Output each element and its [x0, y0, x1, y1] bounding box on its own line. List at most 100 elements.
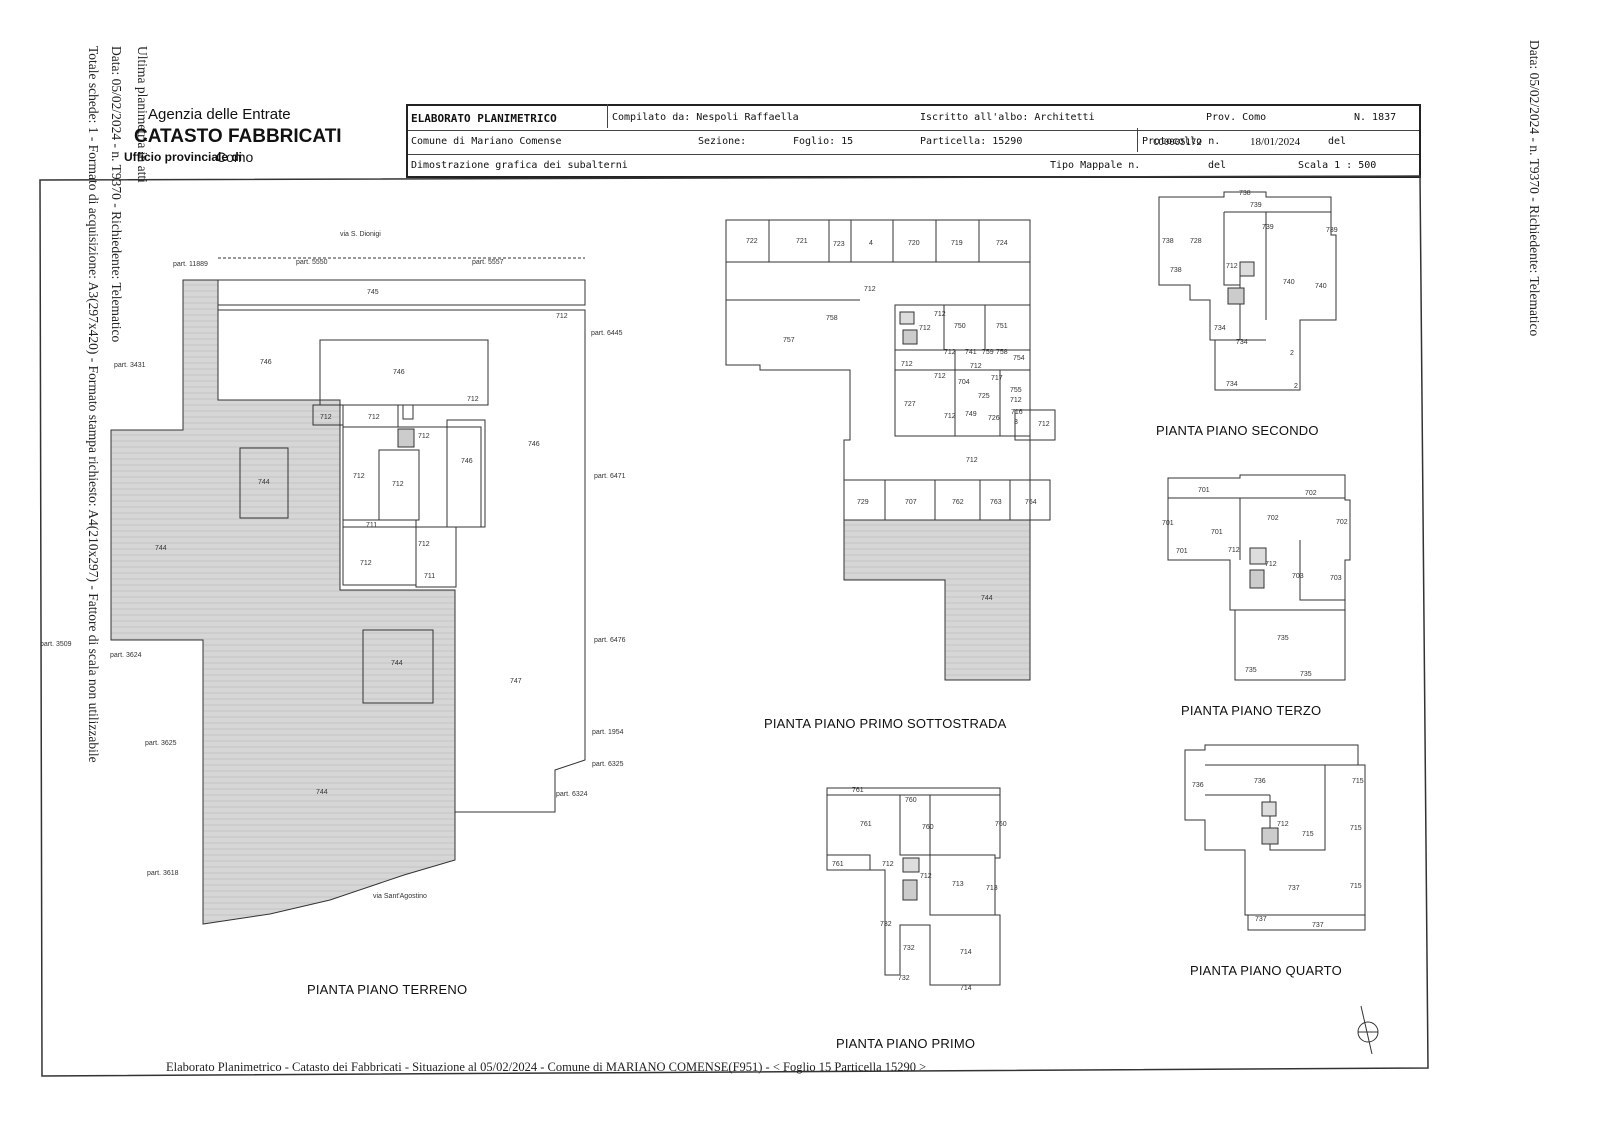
- sub-label: 732: [898, 975, 910, 982]
- header-del: del: [1328, 136, 1347, 147]
- sub-label: 750: [954, 323, 966, 330]
- sub-label: 759: [982, 349, 994, 356]
- sub-label: 726: [988, 415, 1000, 422]
- sub-label: 736: [1254, 778, 1266, 785]
- sub-label: 744: [316, 789, 328, 796]
- hatched-area-744-sotto: [843, 519, 1031, 681]
- agency-province: Como: [216, 149, 254, 165]
- sub-label: 716: [1011, 409, 1023, 416]
- secondo-labels: 738 739 739 738 728 738 712 740 740 734 …: [1162, 190, 1338, 390]
- sub-label: 702: [1267, 515, 1279, 522]
- sub-label: 729: [857, 499, 869, 506]
- sub-label: 712: [392, 481, 404, 488]
- sub-label: 719: [951, 240, 963, 247]
- label-piano-quarto: PIANTA PIANO QUARTO: [1190, 963, 1342, 978]
- sub-label: 746: [461, 458, 473, 465]
- sub-label: 712: [934, 373, 946, 380]
- sub-label: 739: [1326, 227, 1338, 234]
- label-piano-primo: PIANTA PIANO PRIMO: [836, 1036, 976, 1051]
- sub-label: 712: [920, 873, 932, 880]
- header-sezione: Sezione:: [698, 136, 747, 147]
- label-piano-primo-sottostrada: PIANTA PIANO PRIMO SOTTOSTRADA: [764, 716, 1007, 731]
- sub-label: 737: [1288, 885, 1300, 892]
- sub-label: 758: [826, 315, 838, 322]
- header-number: N. 1837: [1354, 112, 1397, 123]
- part-label: part. 6471: [594, 473, 626, 480]
- sub-label: 701: [1198, 487, 1210, 494]
- part-label: part. 5557: [472, 259, 504, 266]
- sub-label: 751: [996, 323, 1008, 330]
- sub-label: 760: [905, 797, 917, 804]
- sub-label: 755: [1010, 387, 1022, 394]
- agency-name: Agenzia delle Entrate: [148, 106, 291, 123]
- sub-label: 704: [958, 379, 970, 386]
- sottostrada-labels: 722 721 723 4 720 719 724 712 758 757 71…: [746, 238, 1050, 602]
- sub-label: 711: [424, 573, 435, 580]
- header-compilato: Compilato da: Nespoli Raffaella: [612, 112, 799, 123]
- sub-label: 702: [1336, 519, 1348, 526]
- sub-label: 712: [919, 325, 931, 332]
- sub-label: 738: [1239, 190, 1251, 197]
- sub-label: 712: [882, 861, 894, 868]
- part-label: part. 3625: [145, 740, 177, 747]
- part-label: part. 6325: [592, 761, 624, 768]
- sub-label: 728: [1190, 238, 1202, 245]
- sub-label: 735: [1300, 671, 1312, 678]
- sub-label: 744: [981, 595, 993, 602]
- sub-label: 737: [1312, 922, 1324, 929]
- header-row-1: ELABORATO PLANIMETRICO Compilato da: Nes…: [408, 106, 1419, 131]
- header-scala: Scala 1 : 500: [1298, 160, 1377, 171]
- part-label: part. 6324: [556, 791, 588, 798]
- sub-label: 724: [996, 240, 1008, 247]
- sub-label: 754: [1013, 355, 1025, 362]
- header-divider: [1137, 128, 1138, 152]
- sub-label: 712: [1277, 821, 1289, 828]
- footer-situation: Elaborato Planimetrico - Catasto dei Fab…: [166, 1060, 927, 1074]
- part-label: part. 6445: [591, 330, 623, 337]
- sub-label: 712: [467, 396, 479, 403]
- sub-label: 712: [1226, 263, 1238, 270]
- sub-label: 712: [944, 349, 956, 356]
- header-table: ELABORATO PLANIMETRICO Compilato da: Nes…: [406, 104, 1421, 178]
- sub-label: 721: [796, 238, 808, 245]
- sub-label: 701: [1211, 529, 1223, 536]
- sub-label: 715: [1302, 831, 1314, 838]
- header-prov: Prov. Como: [1206, 112, 1267, 123]
- sub-label: 736: [1192, 782, 1204, 789]
- sub-label: 739: [1262, 224, 1274, 231]
- sub-label: 715: [1350, 883, 1362, 890]
- sub-label: 2: [1294, 383, 1298, 390]
- sub-label: 2: [1290, 350, 1294, 357]
- sub-label: 712: [353, 473, 365, 480]
- plan-piano-primo-sottostrada: [725, 219, 1056, 681]
- sub-label: 757: [783, 337, 795, 344]
- sub-label: 734: [1236, 339, 1248, 346]
- plan-piano-secondo: [1158, 191, 1337, 391]
- quarto-labels: 736 736 715 712 715 715 737 737 737 715: [1192, 778, 1364, 929]
- primo-labels: 761 760 761 760 760 761 712 712 713 713 …: [832, 787, 1007, 992]
- header-particella: Particella: 15290: [920, 136, 1023, 147]
- sub-label: 747: [510, 678, 522, 685]
- part-label: part. 3509: [40, 641, 72, 648]
- sub-label: 763: [990, 499, 1002, 506]
- sub-label: 3: [1014, 419, 1018, 426]
- sub-label: 761: [852, 787, 864, 794]
- sub-label: 725: [978, 393, 990, 400]
- north-arrow-icon: [1357, 1005, 1379, 1055]
- sub-label: 727: [904, 401, 916, 408]
- sub-label: 737: [1255, 916, 1267, 923]
- sub-label: 712: [934, 311, 946, 318]
- sub-label: 713: [986, 885, 998, 892]
- sub-label: 712: [864, 286, 876, 293]
- sub-label: 744: [391, 660, 403, 667]
- sub-label: 749: [965, 411, 977, 418]
- sub-label: 738: [1162, 238, 1174, 245]
- plan-piano-quarto: [1184, 744, 1366, 931]
- sub-label: 761: [860, 821, 872, 828]
- sub-label: 712: [360, 560, 372, 567]
- header-row-3: Dimostrazione grafica dei subalterni Tip…: [408, 154, 1419, 178]
- sub-label: 744: [155, 545, 167, 552]
- sub-label: 712: [418, 433, 430, 440]
- part-label: part. 1954: [592, 729, 624, 736]
